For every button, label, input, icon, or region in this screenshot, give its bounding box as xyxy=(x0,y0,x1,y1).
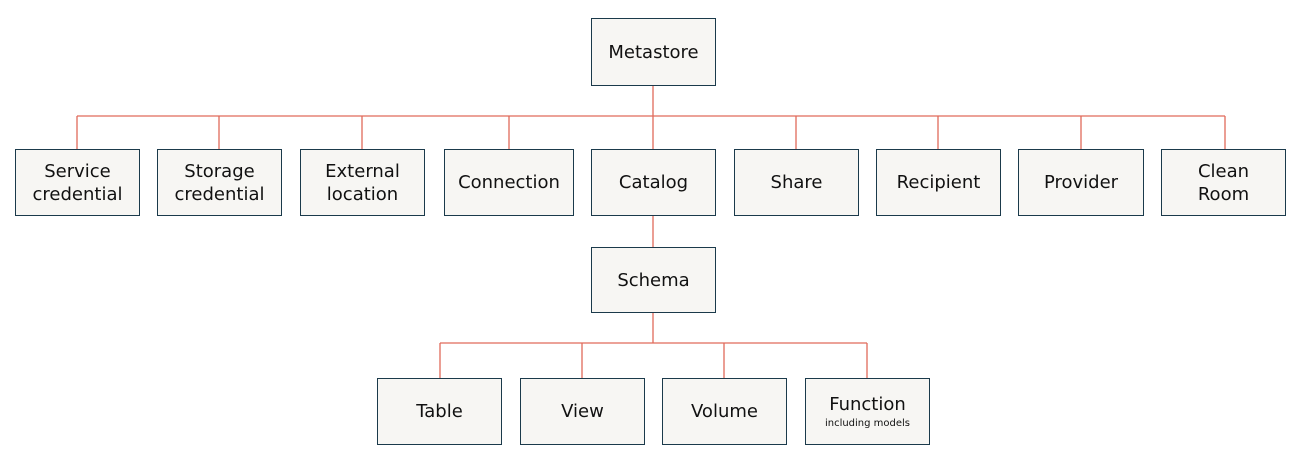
node-service-credential: Service credential xyxy=(15,149,140,216)
node-provider: Provider xyxy=(1018,149,1144,216)
node-volume: Volume xyxy=(662,378,787,445)
node-schema: Schema xyxy=(591,247,716,313)
node-label: Clean Room xyxy=(1197,160,1250,205)
node-label: Volume xyxy=(691,401,758,422)
node-label: Storage credential xyxy=(174,160,265,205)
node-function: Function including models xyxy=(805,378,930,445)
node-recipient: Recipient xyxy=(876,149,1001,216)
node-label: Provider xyxy=(1043,172,1119,193)
node-catalog: Catalog xyxy=(591,149,716,216)
node-label: View xyxy=(561,401,604,422)
node-label: Table xyxy=(416,401,463,422)
node-label: Recipient xyxy=(896,172,981,193)
node-external-location: External location xyxy=(300,149,425,216)
node-label: External location xyxy=(325,160,400,205)
node-clean-room: Clean Room xyxy=(1161,149,1286,216)
node-label: Metastore xyxy=(608,41,699,63)
node-storage-credential: Storage credential xyxy=(157,149,282,216)
node-view: View xyxy=(520,378,645,445)
node-connection: Connection xyxy=(444,149,574,216)
node-label: Schema xyxy=(617,269,690,291)
node-label: Catalog xyxy=(618,172,689,193)
node-label: Connection xyxy=(458,172,560,193)
node-label: Share xyxy=(770,172,823,193)
node-metastore: Metastore xyxy=(591,18,716,86)
node-label: Service credential xyxy=(32,160,123,205)
node-label: Function xyxy=(829,394,906,415)
node-table: Table xyxy=(377,378,502,445)
node-sublabel: including models xyxy=(824,418,911,429)
node-share: Share xyxy=(734,149,859,216)
